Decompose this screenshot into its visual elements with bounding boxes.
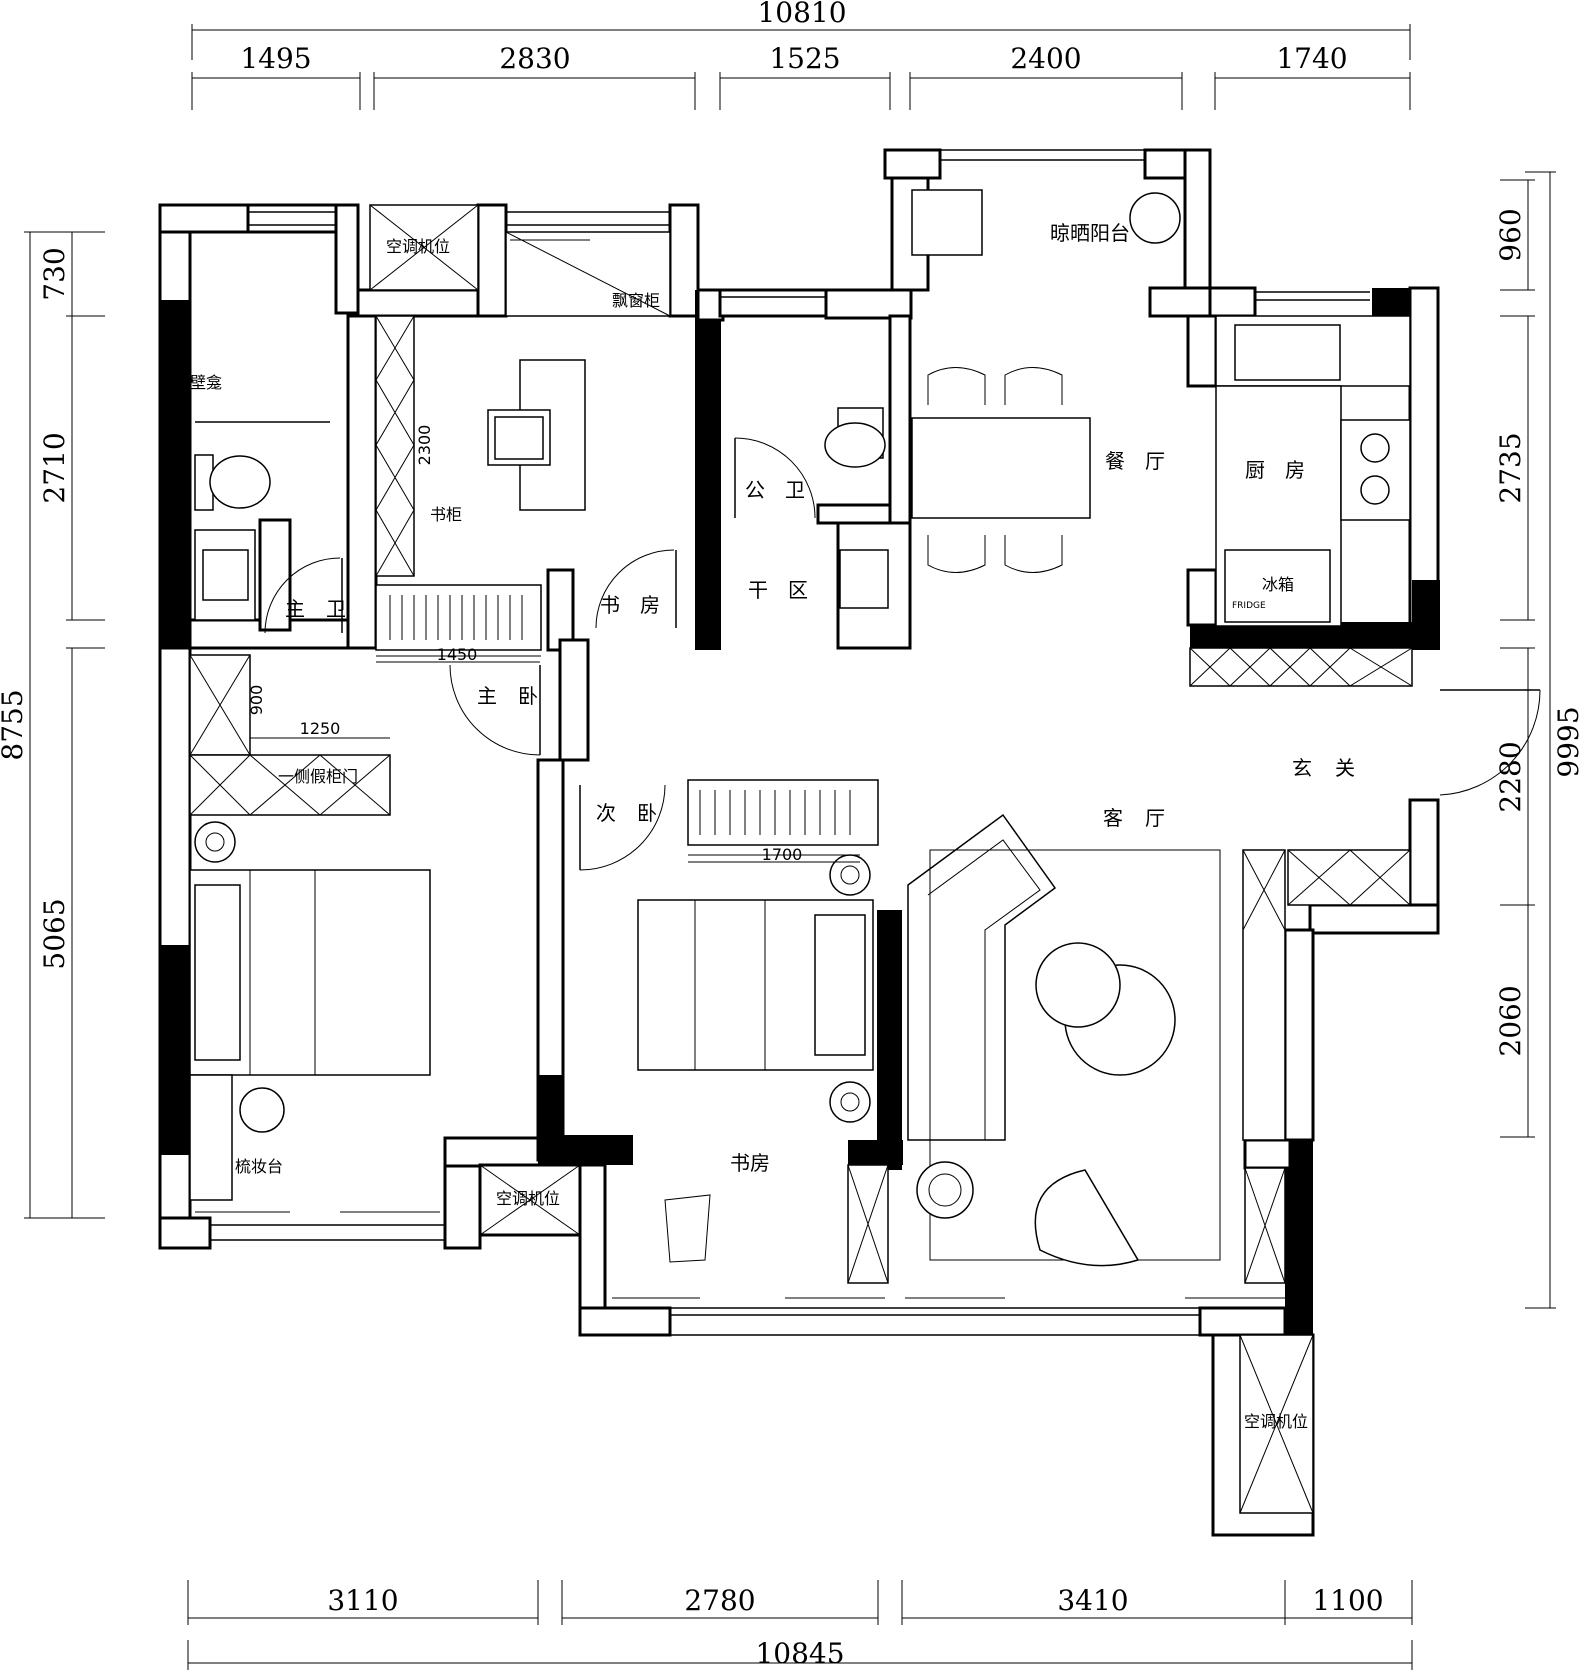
dim-bottom-3: 3410 (1057, 1584, 1128, 1617)
label-niche: 壁龛 (190, 373, 222, 392)
dim-right-4: 2060 (1494, 985, 1527, 1056)
label-public-bath-1: 公 (745, 478, 765, 502)
label-study-top-1: 书 (600, 593, 620, 617)
furniture (189, 189, 1411, 1299)
label-fridge-brand: FRIDGE (1232, 601, 1266, 611)
label-dry-area-2: 区 (788, 578, 808, 602)
label-master-bed-1: 主 (477, 684, 497, 708)
label-master-bed-2: 卧 (518, 684, 538, 708)
dim-left-1: 730 (38, 247, 71, 300)
dim-bottom-2: 2780 (684, 1584, 755, 1617)
label-dining-2: 厅 (1145, 449, 1165, 473)
dim-top-5: 1740 (1276, 42, 1347, 75)
label-dining-1: 餐 (1105, 449, 1125, 473)
dim-right-2: 2735 (1494, 432, 1527, 503)
dim-bottom-total: 10845 (755, 1637, 844, 1670)
label-bookcase: 书柜 (430, 505, 462, 524)
dimension-lines (24, 24, 1556, 1670)
label-bay-cabinet: 飘窗柜 (612, 291, 660, 310)
label-false-door: 一侧假柜门 (278, 767, 358, 786)
label-second-bed-2: 卧 (637, 801, 657, 825)
dim-top-total: 10810 (757, 0, 846, 29)
dim-side-width: 1250 (300, 719, 341, 738)
dim-cabinet-width: 1700 (762, 845, 803, 864)
dim-top-3: 1525 (769, 42, 840, 75)
label-second-bed-1: 次 (596, 801, 616, 825)
interior-dimensions: 2300 1450 900 1250 1700 (247, 425, 802, 864)
cabinets (189, 204, 1413, 1284)
dim-right-3: 2280 (1494, 741, 1527, 812)
dim-top-1: 1495 (240, 42, 311, 75)
dim-wardrobe-width: 1450 (437, 645, 478, 664)
label-ac-bottom: 空调机位 (1244, 1412, 1308, 1431)
label-living-1: 客 (1103, 806, 1123, 830)
dim-top-4: 2400 (1010, 42, 1081, 75)
label-living-2: 厅 (1145, 806, 1165, 830)
dim-bookcase-height: 2300 (415, 425, 434, 466)
dim-side-depth: 900 (247, 685, 266, 716)
label-master-bath-1: 主 (285, 597, 305, 621)
label-foyer-1: 玄 (1292, 756, 1312, 780)
label-study-top-2: 房 (640, 593, 660, 617)
room-labels: 空调机位 飘窗柜 晾晒阳台 壁龛 主 卫 书柜 书 房 公 卫 干 区 餐 厅 … (190, 221, 1355, 1431)
label-kitchen-2: 房 (1285, 458, 1305, 482)
dim-left-total: 8755 (0, 689, 29, 760)
dim-left-2: 2710 (38, 432, 71, 503)
label-study-bottom: 书房 (730, 1151, 770, 1175)
label-fridge: 冰箱 (1262, 575, 1294, 594)
label-vanity: 梳妆台 (235, 1157, 283, 1176)
dim-bottom-1: 3110 (327, 1584, 398, 1617)
dim-right-1: 960 (1494, 208, 1527, 261)
label-public-bath-2: 卫 (785, 478, 805, 502)
dim-bottom-4: 1100 (1312, 1584, 1383, 1617)
label-foyer-2: 关 (1335, 756, 1355, 780)
dim-top-2: 2830 (499, 42, 570, 75)
dim-right-total: 9995 (1552, 706, 1584, 777)
label-dry-area-1: 干 (748, 578, 768, 602)
label-kitchen-1: 厨 (1245, 458, 1265, 482)
label-balcony: 晾晒阳台 (1050, 221, 1130, 245)
label-ac-mid: 空调机位 (496, 1189, 560, 1208)
dim-left-3: 5065 (38, 898, 71, 969)
label-ac-top: 空调机位 (386, 237, 450, 256)
label-master-bath-2: 卫 (326, 597, 346, 621)
